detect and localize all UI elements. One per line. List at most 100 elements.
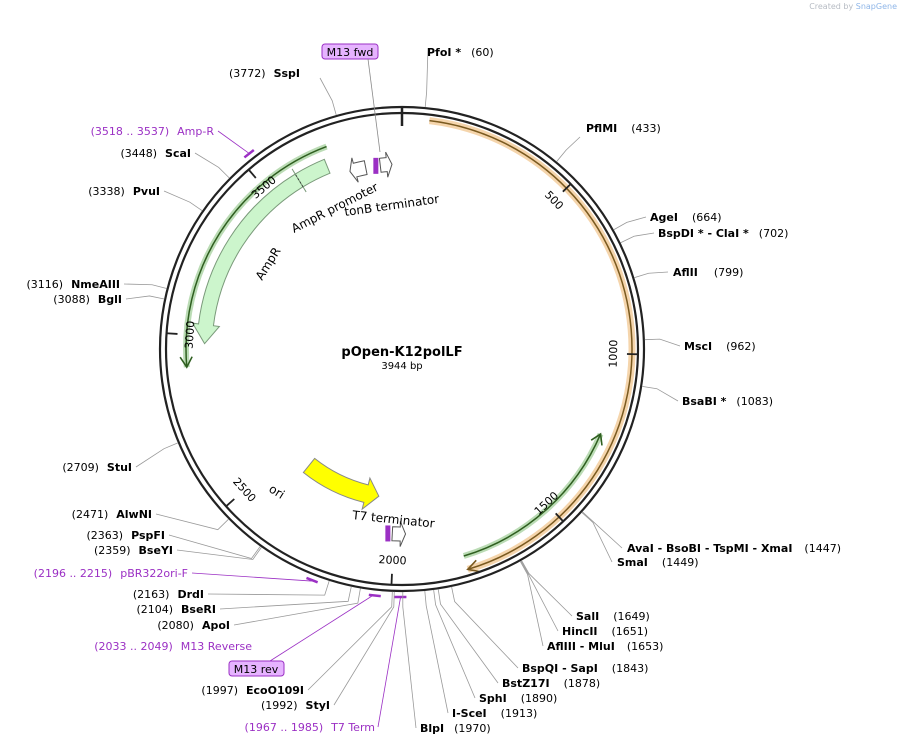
m13rev-binding-mark <box>368 593 381 598</box>
primer-ampr-range: (3518 .. 3537) <box>91 125 170 138</box>
svg-text:MscI(962): MscI(962) <box>684 340 756 353</box>
site-pspfi-pos: (2363) <box>87 529 124 542</box>
site-bgli-name: BglI <box>98 293 122 306</box>
site-sspi-name: SspI <box>274 67 300 80</box>
site-scai-name: ScaI <box>165 147 191 160</box>
site-leader-lines <box>123 47 681 729</box>
tick-2500 <box>225 498 235 507</box>
orf-green-left-line <box>185 145 327 368</box>
site-smai-pos: (1449) <box>662 556 699 569</box>
svg-text:(3088)BglI: (3088)BglI <box>53 293 122 306</box>
site-pflmi-pos: (433) <box>631 122 661 135</box>
site-bseyi-pos: (2359) <box>94 544 131 557</box>
leader-20 <box>219 586 352 610</box>
svg-text:BsaBI *(1083): BsaBI *(1083) <box>682 395 773 408</box>
ampr-promoter-arrow <box>291 158 331 193</box>
orf-orange-arrowhead <box>466 559 481 573</box>
leader-11 <box>519 561 544 647</box>
plasmid-size: 3944 bp <box>381 361 422 372</box>
site-ava-group-pos: (1447) <box>804 542 841 555</box>
site-pflmi-name: PflMI <box>586 122 617 135</box>
site-sphi-name: SphI <box>479 692 507 705</box>
site-i-scei-name: I-SceI <box>452 707 487 720</box>
right-site-labels: PfoI *(60) PflMI(433) AgeI(664) BspDI * … <box>420 46 841 735</box>
pbr322ori-primer-mark <box>305 576 319 584</box>
primer-m13rev-range: (2033 .. 2049) <box>94 640 173 653</box>
svg-text:(2080)ApoI: (2080)ApoI <box>157 619 230 632</box>
leader-28 <box>163 190 203 212</box>
site-ava-group-name: AvaI - BsoBI - TspMI - XmaI <box>627 542 792 555</box>
svg-text:HincII(1651): HincII(1651) <box>562 625 648 638</box>
site-bseyi-name: BseYI <box>139 544 173 557</box>
leader-10 <box>520 560 559 632</box>
site-pvui-pos: (3338) <box>88 185 125 198</box>
leader-8 <box>581 512 613 563</box>
svg-text:(2471)AlwNI: (2471) AlwNI <box>72 508 152 521</box>
backbone-outer-ring <box>158 105 646 593</box>
site-pfoi-name: PfoI * <box>427 46 461 59</box>
site-pvui-name: PvuI <box>133 185 160 198</box>
tick-3500 <box>247 169 257 179</box>
site-afliii-mlui-name: AflIII - MluI <box>547 640 615 653</box>
svg-text:(1992)StyI: (1992)StyI <box>261 699 330 712</box>
leader-30 <box>319 77 337 116</box>
m13-fwd-primer-mark <box>373 157 379 174</box>
site-agei-pos: (664) <box>692 211 722 224</box>
leader-18 <box>307 591 393 691</box>
svg-text:BspQI - SapI(1843): BspQI - SapI (1843) <box>522 662 648 675</box>
m13-rev-primer-mark <box>385 525 391 542</box>
orf-green-right-line <box>463 433 602 557</box>
svg-text:(2709)StuI: (2709)StuI <box>62 461 132 474</box>
primer-leader-2 <box>377 597 401 728</box>
site-bspqi-sapi-name: BspQI - SapI <box>522 662 598 675</box>
m13-fwd-leader <box>367 58 381 153</box>
orf-green-right-arrowhead <box>590 432 603 446</box>
tick-500 <box>562 183 572 193</box>
site-sali-pos: (1649) <box>613 610 650 623</box>
primer-site-labels: (3518 .. 3537)Amp-R (2196 .. 2215)pBR322… <box>34 125 375 734</box>
ori-feature-arrow <box>302 457 380 511</box>
site-ecoo109i-pos: (1997) <box>201 684 238 697</box>
site-msci-name: MscI <box>684 340 712 353</box>
leader-25 <box>135 442 179 468</box>
site-bspqi-sapi-pos: (1843) <box>612 662 649 675</box>
site-nmeaiii-name: NmeAIII <box>71 278 120 291</box>
leader-3 <box>620 232 655 244</box>
m13-fwd-box <box>321 43 379 60</box>
t7-terminator-arrow <box>391 521 407 547</box>
site-hincii-name: HincII <box>562 625 598 638</box>
leader-5 <box>644 338 681 347</box>
leader-27 <box>123 283 167 289</box>
site-drdi-name: DrdI <box>177 588 204 601</box>
svg-text:(3518 .. 3537)Amp-R: (3518 .. 3537)Amp-R <box>91 125 215 138</box>
site-styi-pos: (1992) <box>261 699 298 712</box>
leader-23 <box>168 534 261 560</box>
site-apoi-pos: (2080) <box>157 619 194 632</box>
svg-text:PflMI(433): PflMI (433) <box>586 122 661 135</box>
site-bsabi-name: BsaBI * <box>682 395 727 408</box>
site-ecoo109i-name: EcoO109I <box>246 684 304 697</box>
tick-label-2500: 2500 <box>230 475 258 505</box>
primer-m13rev-name: M13 Reverse <box>181 640 252 653</box>
tonb-terminator-arrow <box>349 157 368 183</box>
site-bspdi-clai-pos: (702) <box>759 227 789 240</box>
svg-text:(2033 .. 2049)M13 Reverse: (2033 .. 2049) M13 Reverse <box>94 640 252 653</box>
tick-label-3000: 3000 <box>183 320 198 349</box>
site-sspi-pos: (3772) <box>229 67 266 80</box>
site-alwni-pos: (2471) <box>72 508 109 521</box>
feature-layer <box>179 117 636 599</box>
tick-label-2000: 2000 <box>378 553 407 567</box>
site-alwni-name: AlwNI <box>116 508 152 521</box>
site-scai-pos: (3448) <box>120 147 157 160</box>
site-sali-name: SalI <box>576 610 599 623</box>
svg-text:(2363)PspFI: (2363)PspFI <box>87 529 165 542</box>
svg-text:BlpI(1970): BlpI(1970) <box>420 722 491 735</box>
svg-text:SmaI(1449): SmaI(1449) <box>617 556 698 569</box>
site-sphi-pos: (1890) <box>521 692 558 705</box>
svg-text:SalI(1649): SalI (1649) <box>576 610 650 623</box>
svg-text:AvaI - BsoBI - TspMI - XmaI(14: AvaI - BsoBI - TspMI - XmaI (1447) <box>627 542 841 555</box>
site-drdi-pos: (2163) <box>133 588 170 601</box>
svg-text:PfoI *(60): PfoI *(60) <box>427 46 494 59</box>
snapgene-branding: Created by SnapGene <box>809 2 897 11</box>
